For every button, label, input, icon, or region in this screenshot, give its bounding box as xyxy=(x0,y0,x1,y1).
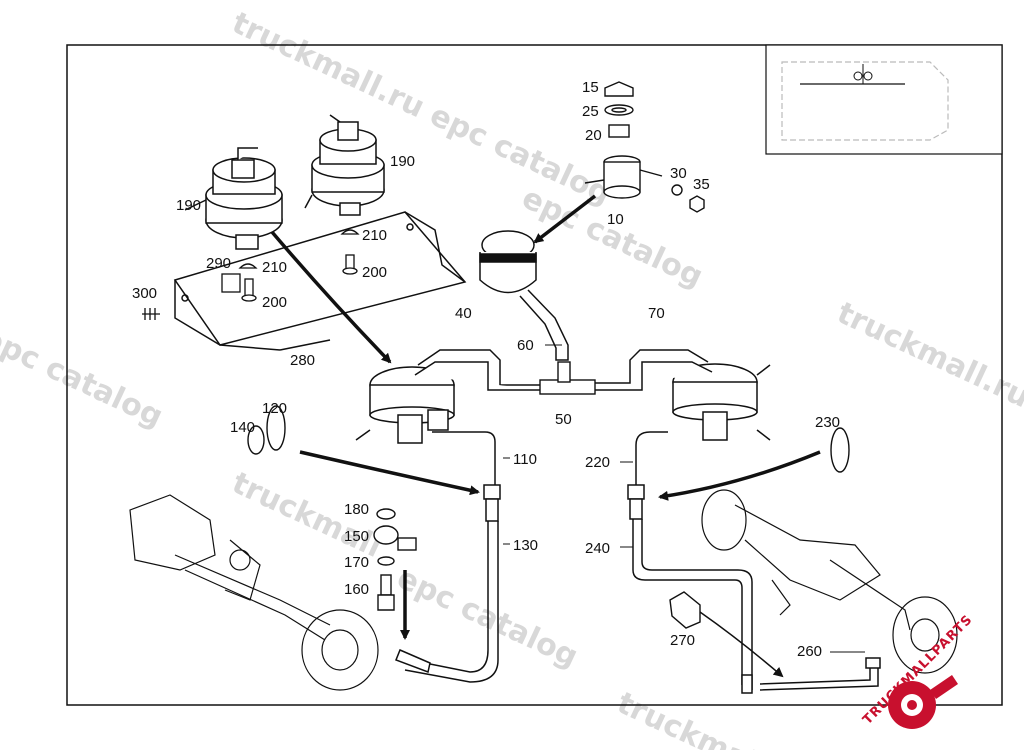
callout-20: 20 xyxy=(585,127,602,144)
reservoir-190-rear xyxy=(304,114,385,216)
callout-50: 50 xyxy=(555,411,572,428)
small-hardware-left xyxy=(142,229,360,320)
leader-arrow-270 xyxy=(699,611,784,678)
callout-leaders xyxy=(503,344,865,653)
callout-190-right: 190 xyxy=(390,153,415,170)
callout-25: 25 xyxy=(582,103,599,120)
pump-right xyxy=(595,349,771,441)
callout-10: 10 xyxy=(607,211,624,228)
reservoir-190-front xyxy=(184,147,283,250)
front-axle-right xyxy=(701,489,958,674)
callout-130: 130 xyxy=(513,537,538,554)
callout-30: 30 xyxy=(670,165,687,182)
callout-170: 170 xyxy=(344,554,369,571)
callout-280: 280 xyxy=(290,352,315,369)
callout-110: 110 xyxy=(513,451,537,468)
callout-260: 260 xyxy=(797,643,822,660)
callout-210-right: 210 xyxy=(362,227,387,244)
clip-270 xyxy=(669,591,701,629)
fittings-stack xyxy=(247,405,850,611)
watermark-text: truckmall.ru epc catalog xyxy=(227,6,616,212)
callout-270: 270 xyxy=(670,632,695,649)
watermark-text: truckmall xyxy=(612,686,772,750)
callout-220: 220 xyxy=(585,454,610,471)
watermark-text: epc catalog xyxy=(0,321,168,435)
callout-190-left: 190 xyxy=(176,197,201,214)
callout-150: 150 xyxy=(344,528,369,545)
callout-70: 70 xyxy=(648,305,665,322)
callout-210-left: 210 xyxy=(262,259,287,276)
callout-300: 300 xyxy=(132,285,157,302)
callout-200-left: 200 xyxy=(262,294,287,311)
callout-35: 35 xyxy=(693,176,710,193)
callout-140: 140 xyxy=(230,419,255,436)
inset-thumbnail xyxy=(765,44,1003,155)
mounting-bracket-280 xyxy=(173,211,467,351)
callout-200-right: 200 xyxy=(362,264,387,281)
callout-290: 290 xyxy=(206,255,231,272)
callout-60: 60 xyxy=(517,337,534,354)
callout-40: 40 xyxy=(455,305,472,322)
watermark-text: truckmall.ru epc catalog xyxy=(832,296,1024,502)
callout-15: 15 xyxy=(582,79,599,96)
callout-180: 180 xyxy=(344,501,369,518)
diagram-frame xyxy=(66,44,1003,706)
reservoir-10-assembly xyxy=(584,81,705,213)
pump-left xyxy=(355,349,540,444)
leader-arrows xyxy=(270,194,821,640)
callout-240: 240 xyxy=(585,540,610,557)
callout-230: 230 xyxy=(815,414,840,431)
brake-line-left xyxy=(395,431,501,683)
hydraulic-tank xyxy=(479,230,569,361)
callout-160: 160 xyxy=(344,581,369,598)
front-axle-left xyxy=(129,494,379,691)
callout-labels: 15 25 20 30 35 10 190 190 210 200 290 21… xyxy=(132,79,840,660)
tee-fitting-50 xyxy=(539,361,596,395)
callout-120: 120 xyxy=(262,400,287,417)
brake-line-right xyxy=(627,431,881,694)
